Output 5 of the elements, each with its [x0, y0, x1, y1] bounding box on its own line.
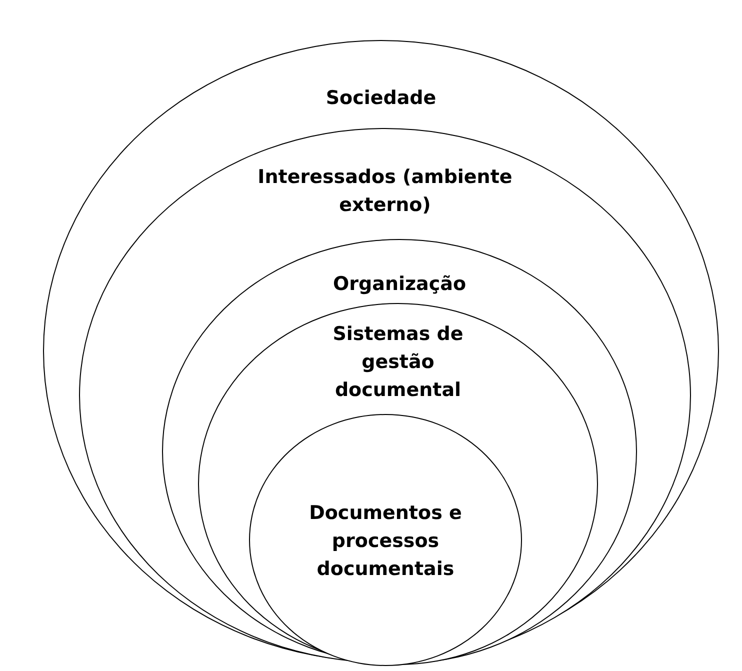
- region-label: Documentos e processos documentais: [308, 501, 463, 582]
- region-label: Interessados (ambiente externo): [256, 165, 514, 218]
- region-label: Organização: [332, 272, 467, 297]
- region-label: Sociedade: [324, 86, 438, 111]
- region-label: Sistemas de gestão documental: [332, 322, 464, 403]
